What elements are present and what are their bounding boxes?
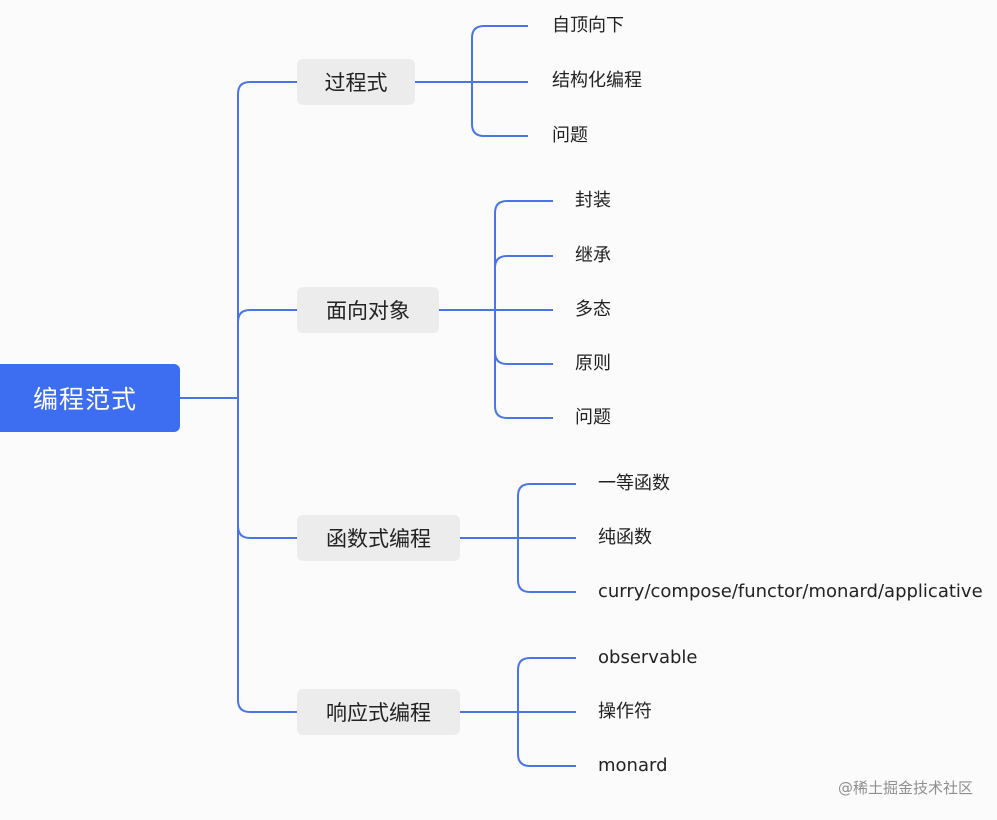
connector-line (494, 310, 553, 419)
branch-reactive: 响应式编程 (297, 689, 460, 735)
connector-line (237, 309, 297, 398)
connector-line (517, 712, 576, 767)
watermark: @稀土掘金技术社区 (837, 779, 973, 797)
leaf-monard: monard (598, 755, 668, 776)
leaf-first-class-functions: 一等函数 (598, 473, 670, 494)
root-node: 编程范式 (0, 364, 180, 432)
connector-line (471, 82, 528, 137)
leaf-inheritance: 继承 (575, 245, 611, 266)
leaf-pure-functions: 纯函数 (598, 527, 652, 548)
connector-line (237, 81, 297, 398)
connector-line (494, 255, 553, 310)
branch-functional: 函数式编程 (297, 515, 460, 561)
leaf-operators: 操作符 (598, 701, 652, 722)
leaf-fp-concepts: curry/compose/functor/monard/applicative (598, 581, 983, 602)
leaf-encapsulation: 封装 (575, 190, 611, 211)
connector-line (494, 200, 553, 310)
connector-line (517, 483, 576, 538)
connector-line (494, 310, 553, 365)
connector-line (237, 398, 297, 713)
connector-line (237, 398, 297, 539)
leaf-principles: 原则 (575, 353, 611, 374)
branch-procedural: 过程式 (297, 59, 415, 105)
branch-object-oriented: 面向对象 (297, 287, 439, 333)
leaf-procedural-problems: 问题 (552, 125, 588, 146)
connector-line (517, 538, 576, 593)
leaf-structured-programming: 结构化编程 (552, 70, 642, 91)
leaf-polymorphism: 多态 (575, 299, 611, 320)
leaf-top-down: 自顶向下 (552, 15, 624, 36)
leaf-oo-problems: 问题 (575, 407, 611, 428)
connector-line (471, 25, 528, 82)
leaf-observable: observable (598, 647, 698, 668)
connector-line (517, 657, 576, 712)
